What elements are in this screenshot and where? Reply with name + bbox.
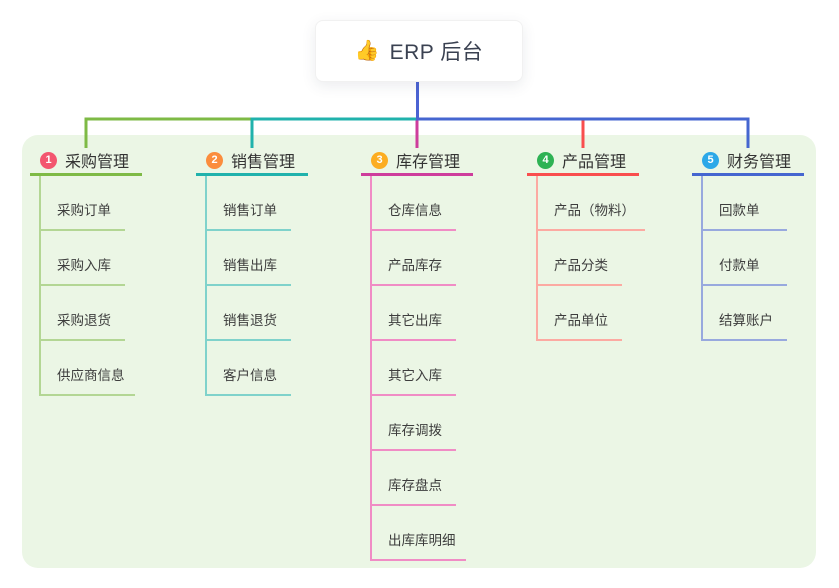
child-node-label: 产品分类 xyxy=(554,258,608,273)
branch-node[interactable]: 3 库存管理 xyxy=(361,147,473,176)
child-node[interactable]: 结算账户 xyxy=(701,312,787,341)
root-node-label: ERP 后台 xyxy=(389,41,484,64)
branch-number-badge: 1 xyxy=(40,151,57,169)
child-node[interactable]: 产品库存 xyxy=(370,257,456,286)
child-node[interactable]: 采购订单 xyxy=(39,202,125,231)
child-node-label: 产品单位 xyxy=(554,313,608,328)
child-node[interactable]: 销售订单 xyxy=(205,202,291,231)
branch-number-badge: 3 xyxy=(371,151,388,169)
child-node[interactable]: 采购入库 xyxy=(39,257,125,286)
branch-spine-line xyxy=(536,176,538,339)
branch-node[interactable]: 4 产品管理 xyxy=(527,147,639,176)
child-node-label: 供应商信息 xyxy=(57,368,125,383)
child-node[interactable]: 销售退货 xyxy=(205,312,291,341)
child-node[interactable]: 回款单 xyxy=(701,202,787,231)
child-node[interactable]: 出库库明细 xyxy=(370,532,466,561)
child-node[interactable]: 付款单 xyxy=(701,257,787,286)
root-node[interactable]: 👍 ERP 后台 xyxy=(315,20,523,82)
child-node-label: 其它入库 xyxy=(388,368,442,383)
child-node[interactable]: 库存盘点 xyxy=(370,477,456,506)
branch-node-label: 产品管理 xyxy=(562,154,627,171)
child-node-label: 客户信息 xyxy=(223,368,277,383)
child-node[interactable]: 产品单位 xyxy=(536,312,622,341)
child-node-label: 产品（物料） xyxy=(554,203,635,218)
child-node-label: 销售订单 xyxy=(223,203,277,218)
branch-number-badge: 4 xyxy=(537,151,554,169)
child-node-label: 其它出库 xyxy=(388,313,442,328)
branch-number-badge: 5 xyxy=(702,151,719,169)
branch-node[interactable]: 2 销售管理 xyxy=(196,147,308,176)
child-node-label: 回款单 xyxy=(719,203,760,218)
child-node[interactable]: 产品（物料） xyxy=(536,202,645,231)
child-node-label: 出库库明细 xyxy=(388,533,456,548)
child-node-label: 付款单 xyxy=(719,258,760,273)
child-node-label: 库存盘点 xyxy=(388,478,442,493)
branch-node-label: 库存管理 xyxy=(396,154,461,171)
child-node-label: 采购退货 xyxy=(57,313,111,328)
child-node[interactable]: 供应商信息 xyxy=(39,367,135,396)
thumbs-up-icon: 👍 xyxy=(354,40,380,62)
child-node-label: 仓库信息 xyxy=(388,203,442,218)
child-node-label: 采购订单 xyxy=(57,203,111,218)
branch-node-label: 采购管理 xyxy=(65,154,130,171)
branch-number-badge: 2 xyxy=(206,151,223,169)
child-node[interactable]: 产品分类 xyxy=(536,257,622,286)
child-node-label: 销售退货 xyxy=(223,313,277,328)
branch-node[interactable]: 1 采购管理 xyxy=(30,147,142,176)
child-node-label: 库存调拨 xyxy=(388,423,442,438)
child-node[interactable]: 销售出库 xyxy=(205,257,291,286)
child-node[interactable]: 采购退货 xyxy=(39,312,125,341)
child-node-label: 产品库存 xyxy=(388,258,442,273)
child-node[interactable]: 仓库信息 xyxy=(370,202,456,231)
child-node-label: 结算账户 xyxy=(719,313,773,328)
child-node-label: 采购入库 xyxy=(57,258,111,273)
child-node[interactable]: 其它出库 xyxy=(370,312,456,341)
child-node[interactable]: 库存调拨 xyxy=(370,422,456,451)
child-node-label: 销售出库 xyxy=(223,258,277,273)
branches-panel xyxy=(22,135,816,568)
branch-spine-line xyxy=(370,176,372,559)
child-node[interactable]: 其它入库 xyxy=(370,367,456,396)
branch-node-label: 财务管理 xyxy=(727,154,792,171)
branch-node[interactable]: 5 财务管理 xyxy=(692,147,804,176)
child-node[interactable]: 客户信息 xyxy=(205,367,291,396)
branch-node-label: 销售管理 xyxy=(231,154,296,171)
branch-spine-line xyxy=(701,176,703,339)
